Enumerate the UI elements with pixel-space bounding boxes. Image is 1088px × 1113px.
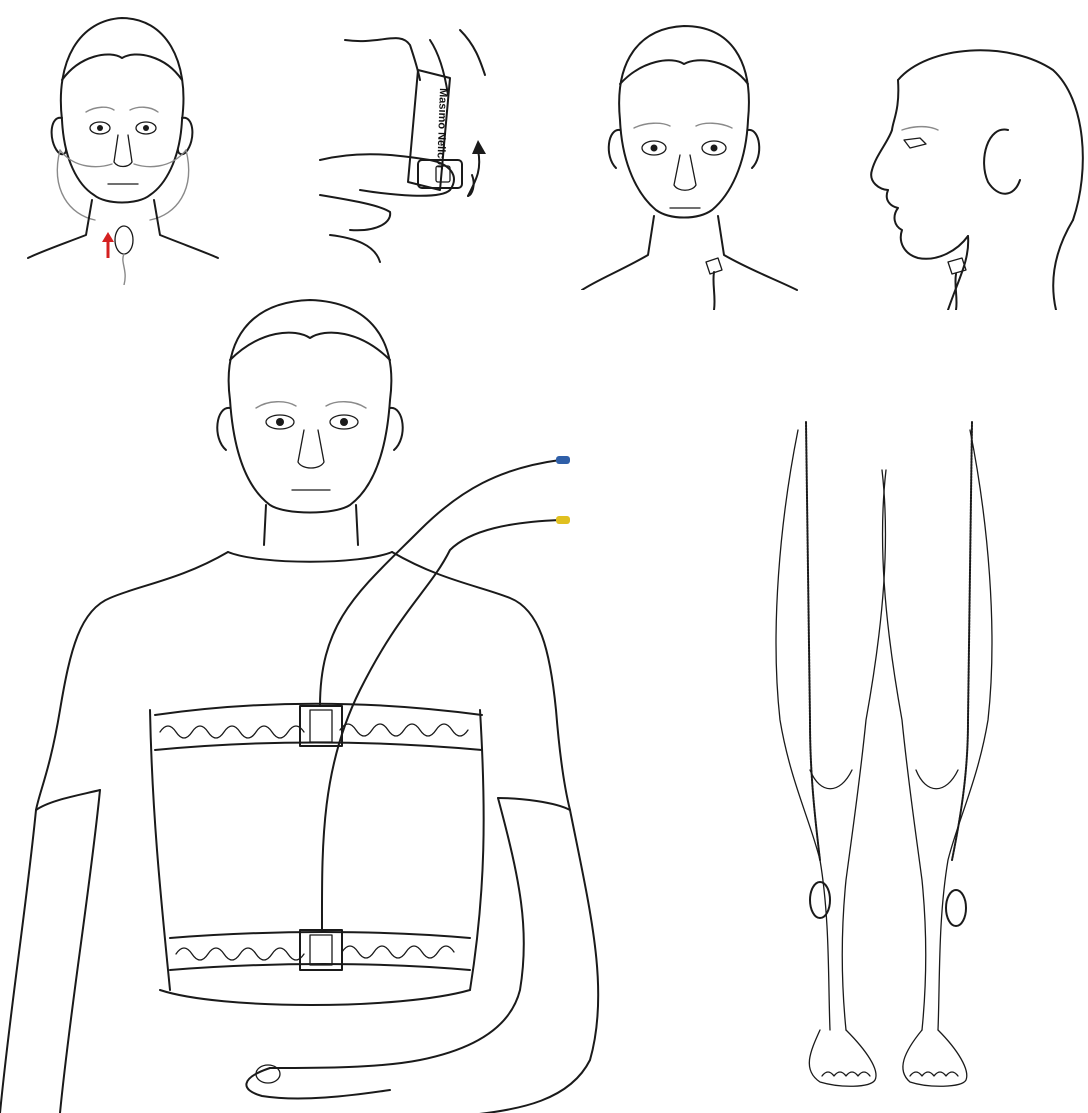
blue-connector xyxy=(556,456,570,464)
yellow-connector xyxy=(556,516,570,524)
nasal-cannula-panel xyxy=(0,0,245,285)
leg-emg-panel xyxy=(670,340,1088,1113)
leg-emg-illustration xyxy=(670,340,1088,1113)
finger-oximeter-panel: Masimo Nellcor xyxy=(300,0,515,285)
throat-mic-side-illustration xyxy=(858,30,1088,310)
effort-belts-illustration xyxy=(0,290,640,1113)
throat-mic-side-panel xyxy=(858,30,1088,310)
nasal-cannula-illustration xyxy=(0,0,245,285)
throat-mic-front-panel xyxy=(572,0,817,310)
effort-belts-panel xyxy=(0,290,640,1113)
finger-oximeter-illustration: Masimo Nellcor xyxy=(300,0,515,285)
sensor-label: Masimo Nellcor xyxy=(434,88,449,170)
left-electrode xyxy=(810,882,830,918)
right-electrode xyxy=(946,890,966,926)
throat-mic-front-illustration xyxy=(572,0,817,310)
